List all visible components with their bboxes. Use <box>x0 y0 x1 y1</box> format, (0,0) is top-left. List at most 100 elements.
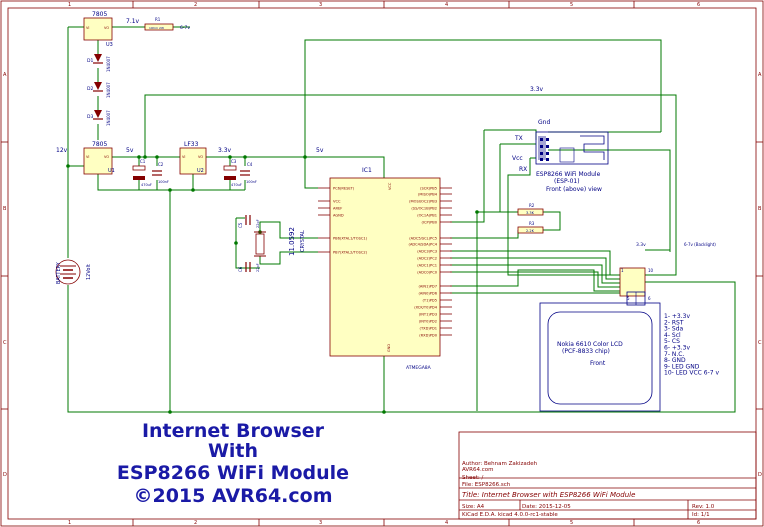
c3-ref: C3 <box>231 159 237 164</box>
tb-site: AVR64.com <box>462 467 494 473</box>
ic-atmega8a: IC1 ATMEGA8A GND VCC <box>329 167 441 371</box>
diode-d2: D2 1N4007 <box>87 82 111 98</box>
col-label: 4 <box>445 520 448 526</box>
ic-left-pins: PC6(RESET)VCCAREFAGNDPB6(XTAL1/TOSC1)PB7… <box>318 187 368 255</box>
u2-name: LF33 <box>184 141 199 148</box>
ic-right-pin-label: (INT0)PD2 <box>419 320 437 324</box>
tb-id: Id: 1/1 <box>692 512 710 518</box>
tb-kicad: KiCad E.D.A. kicad 4.0.0-rc1-stable <box>462 512 558 518</box>
tb-author: Author: Behnam Zakizadeh <box>462 461 538 467</box>
ic-right-pin-label: (MOSI/OC2)PB3 <box>409 200 437 204</box>
title-line-1: Internet Browser <box>142 420 325 442</box>
label-3v3-u2: 3.3v <box>218 147 232 154</box>
lcd-pin-item: 5- CS <box>664 338 680 345</box>
capacitor-c1: C1 470uF <box>132 159 152 187</box>
c6-ref: C6 <box>238 266 243 272</box>
c2-ref: C2 <box>158 162 164 167</box>
ic-right-pin-label: (ADC3)PC3 <box>417 250 437 254</box>
r2-ref: R2 <box>529 203 535 208</box>
row-label: C <box>3 340 7 346</box>
esp-gnd-label: Gnd <box>538 119 550 126</box>
regulator-u2: LF33 U2 VI VO <box>179 141 207 175</box>
ic-left-pin-label: PB6(XTAL1/TOSC1) <box>333 237 368 241</box>
c6-value: 22pF <box>256 263 260 272</box>
c1-value: 470uF <box>141 183 152 187</box>
svg-text:VO: VO <box>104 155 109 159</box>
conn-pin6: 6 <box>648 296 651 301</box>
capacitor-c6: C6 22pF <box>238 262 260 272</box>
lcd-pin-item: 6- +3.3v <box>664 345 690 352</box>
esp-tx-label: TX <box>514 135 523 142</box>
d3-ref: D3 <box>87 114 93 120</box>
ic-right-pin-label: (TXD)PD1 <box>420 327 437 331</box>
nokia-lcd: Nokia 6610 Color LCD (PCF-8833 chip) Fro… <box>539 291 661 412</box>
c5-value: 22pF <box>256 219 260 228</box>
d3-value: 1N4007 <box>106 110 111 126</box>
r3-value: 2.2K <box>526 229 535 233</box>
u3-name: 7805 <box>92 11 107 18</box>
row-label: C <box>758 340 762 346</box>
ic-right-pin-label: (ADC0)PC0 <box>417 271 438 275</box>
label-12v: 12v <box>56 147 68 154</box>
ic-right-pin-label: (INT1)PD3 <box>419 313 437 317</box>
ic-right-pin-label: (ADC4/SDA)PC4 <box>409 243 438 247</box>
d1-ref: D1 <box>87 58 93 64</box>
r1-value: 1Ohm 2W <box>149 26 164 30</box>
ic-right-pin-label: (OC1A)PB1 <box>417 214 437 218</box>
col-label: 6 <box>697 520 700 526</box>
ic-right-pin-label: (AIN1)PD7 <box>418 285 437 289</box>
regulator-u3: 7805 U3 VI VO <box>83 11 113 48</box>
conn-pin10: 10 <box>648 268 654 273</box>
ic-right-pin-label: (ADC2)PC2 <box>417 257 437 261</box>
conn-pin1: 1 <box>621 268 624 273</box>
lcd-pin-item: 7- N.C. <box>664 351 684 358</box>
ic-gnd-label: GND <box>387 344 391 352</box>
capacitor-c2: C2 100nF <box>152 162 169 184</box>
c5-ref: C5 <box>238 222 243 228</box>
d2-value: 1N4007 <box>106 82 111 98</box>
title-line-4: ©2015 AVR64.com <box>133 485 332 507</box>
svg-text:VI: VI <box>86 155 89 159</box>
c4-ref: C4 <box>247 162 253 167</box>
tb-rev: Rev: 1.0 <box>692 504 715 510</box>
ic-right-pins: (SCK)PB5(MISO)PB4(MOSI/OC2)PB3(SS/OC1B)P… <box>409 187 452 338</box>
lcd-title: Nokia 6610 Color LCD <box>557 341 623 348</box>
capacitor-c4: C4 100nF <box>240 162 257 184</box>
ic-name: ATMEGA8A <box>406 365 432 371</box>
label-3v3-lcd: 3.3v <box>636 242 646 248</box>
battery: BATTERY 12Volt <box>55 259 92 285</box>
row-label: A <box>3 72 7 78</box>
ic-ref: IC1 <box>362 167 372 174</box>
u3-ref: U3 <box>106 42 113 48</box>
label-backlight: 6-7v (Backlight) <box>684 242 716 247</box>
tb-date: Date: 2015-12-05 <box>522 504 571 510</box>
lcd-subtitle: (PCF-8833 chip) <box>562 348 610 355</box>
col-label: 1 <box>68 520 71 526</box>
row-label: D <box>758 472 762 478</box>
lcd-pin-item: 8- GND <box>664 357 686 364</box>
row-label: A <box>758 72 762 78</box>
lcd-pin-item: 10- LED VCC 6-7 v <box>664 370 719 377</box>
label-5v-ic: 5v <box>316 147 324 154</box>
tb-file: File: ESP8266.sch <box>462 482 511 488</box>
row-label: B <box>3 206 7 212</box>
ic-right-pin-label: (ADC5/SCL)PC5 <box>409 237 437 241</box>
col-label: 3 <box>319 2 322 8</box>
svg-text:VI: VI <box>182 155 185 159</box>
crystal-value: 11.0592 <box>288 227 296 256</box>
esp8266-module: Gnd TX Vcc RX ESP8266 WiFi Module (ESP-0… <box>512 119 609 193</box>
label-7v1: 7.1v <box>126 18 140 25</box>
d1-value: 1N4007 <box>106 56 111 72</box>
esp-vcc-label: Vcc <box>512 155 523 162</box>
c2-value: 100nF <box>158 180 169 184</box>
tb-title: Title: Internet Browser with ESP8266 WiF… <box>462 491 635 499</box>
col-label: 4 <box>445 2 448 8</box>
ic-vcc-label: VCC <box>388 182 392 190</box>
title-line-3: ESP8266 WiFi Module <box>117 462 349 484</box>
tb-sheet: Sheet: / <box>462 475 484 481</box>
label-6-7v: 6-7v <box>180 25 190 31</box>
row-label: D <box>3 472 7 478</box>
lcd-front: Front <box>590 360 606 367</box>
